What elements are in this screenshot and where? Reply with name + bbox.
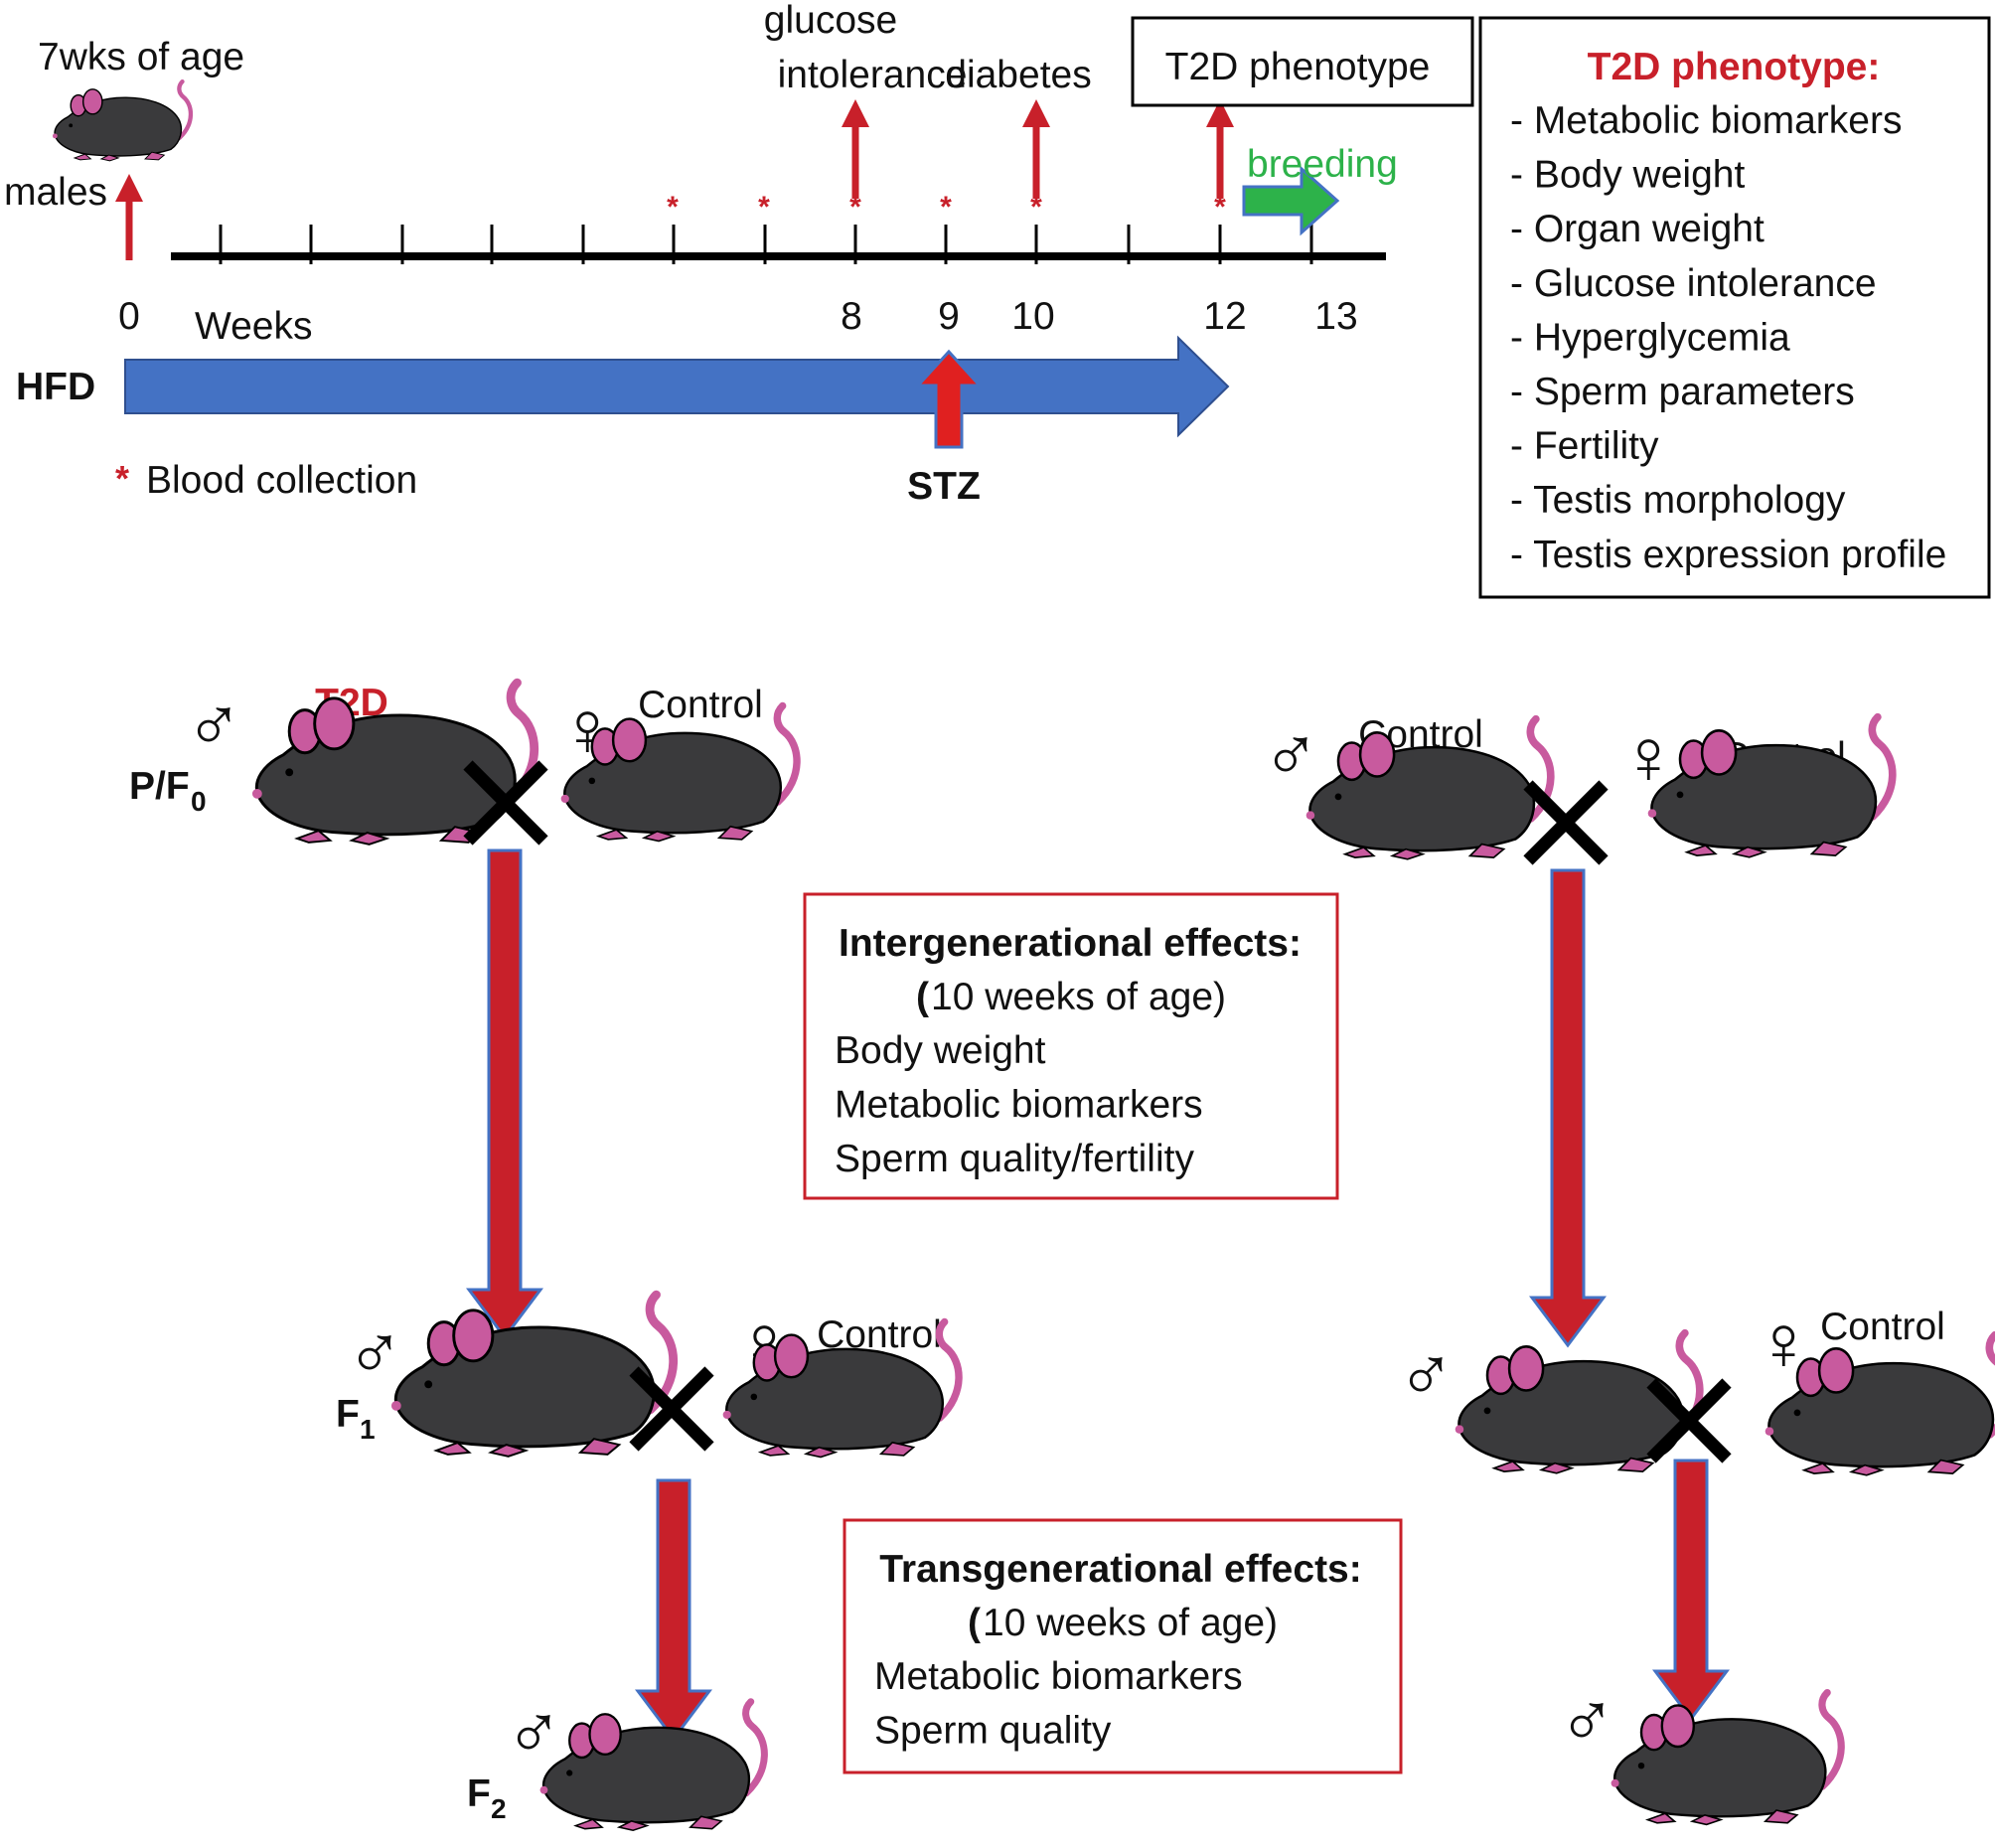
- intergenerational-title: Intergenerational effects:: [839, 922, 1302, 965]
- week-tick-label: 13: [1314, 295, 1357, 338]
- breeding-arrow: [1242, 165, 1340, 236]
- blood-collection-asterisk: *: [940, 191, 952, 224]
- right-arrow-f1-f2: [1652, 1459, 1730, 1722]
- weeks-label: Weeks: [195, 305, 313, 348]
- week-tick-label: 12: [1203, 295, 1246, 338]
- blood-collection-asterisk: *: [1030, 191, 1042, 224]
- diabetes-arrow-head: [1022, 99, 1050, 127]
- hfd-arrow: [124, 335, 1230, 438]
- cross-symbol-stroke-b: [463, 760, 548, 846]
- phenotype-list-item: - Glucose intolerance: [1510, 262, 1877, 305]
- cross-symbol-stroke-b: [1646, 1378, 1732, 1463]
- male-symbol: ♂: [185, 681, 243, 768]
- transgenerational-item: Metabolic biomarkers: [874, 1655, 1243, 1698]
- intergenerational-item: Body weight: [835, 1029, 1046, 1072]
- intergenerational-subtitle: 10 weeks of age): [931, 976, 1226, 1018]
- phenotype-list-item: - Organ weight: [1510, 208, 1765, 250]
- phenotype-list-title: T2D phenotype:: [1588, 46, 1881, 88]
- generation-arrow-f0-f1: [466, 848, 543, 1340]
- generation-arrow-f1-f2: [635, 1478, 712, 1742]
- right-arrow-f0-f1: [1529, 868, 1607, 1348]
- start-arrow-head: [115, 174, 143, 202]
- male-symbol: ♂: [346, 1309, 404, 1396]
- glucose-intolerance-arrow-head: [842, 99, 869, 127]
- start-age-label: 7wks of age: [38, 36, 244, 78]
- generation-f1-label: F: [336, 1393, 360, 1436]
- phenotype-list-item: - Sperm parameters: [1510, 371, 1855, 413]
- male-symbol: ♂: [1558, 1676, 1616, 1764]
- control-label: Control: [1820, 1306, 1945, 1348]
- diabetes-label: diabetes: [945, 54, 1091, 96]
- intergenerational-box: [803, 892, 1339, 1200]
- hfd-label: HFD: [16, 366, 95, 408]
- transgenerational-box: [843, 1518, 1403, 1774]
- stz-arrow: [914, 349, 984, 449]
- stz-label: STZ: [907, 465, 981, 508]
- mouse-start: [53, 81, 191, 161]
- phenotype-list-item: - Testis morphology: [1510, 479, 1846, 522]
- week-tick-label: 10: [1011, 295, 1054, 338]
- sex-label: males: [4, 171, 107, 214]
- control-label: Control: [638, 684, 763, 726]
- blood-collection-asterisk: *: [849, 191, 861, 224]
- week-tick-label: 9: [938, 295, 960, 338]
- male-symbol: ♂: [505, 1688, 563, 1775]
- phenotype-list-item: - Metabolic biomarkers: [1510, 99, 1902, 142]
- week-tick-label: 0: [118, 295, 140, 338]
- phenotype-list-item: - Testis expression profile: [1510, 534, 1946, 576]
- generation-p-label: P/F: [129, 765, 190, 808]
- blood-collection-asterisk: *: [758, 191, 770, 224]
- legend-asterisk: *: [115, 458, 129, 499]
- transgenerational-subtitle-paren: (: [968, 1602, 981, 1644]
- blood-collection-label: Blood collection: [146, 459, 417, 502]
- intergenerational-item: Metabolic biomarkers: [835, 1084, 1203, 1127]
- t2d-phenotype-box-label: T2D phenotype: [1165, 46, 1431, 88]
- t2d-phenotype-box: [1131, 16, 1474, 107]
- cross-symbol-stroke-b: [629, 1366, 714, 1452]
- week-tick-label: 8: [841, 295, 862, 338]
- generation-f2-subscript: 2: [491, 1793, 507, 1824]
- blood-collection-asterisk: *: [1214, 191, 1226, 224]
- transgenerational-item: Sperm quality: [874, 1710, 1112, 1753]
- phenotype-list-box: [1478, 16, 1991, 599]
- mouse-f2-male: [540, 1702, 765, 1830]
- glucose-label: glucose: [764, 0, 897, 42]
- intolerance-label: intolerance: [778, 54, 968, 96]
- generation-f1-subscript: 1: [360, 1414, 376, 1445]
- breeding-label: breeding: [1247, 143, 1398, 186]
- generation-p-subscript: 0: [191, 786, 207, 817]
- cross-symbol-stroke-b: [1523, 780, 1609, 865]
- male-symbol: ♂: [1397, 1330, 1456, 1418]
- intergenerational-subtitle-paren: (: [916, 976, 929, 1018]
- t2d-arrow-head: [1206, 99, 1234, 127]
- phenotype-list-item: - Body weight: [1510, 154, 1745, 197]
- phenotype-list-item: - Hyperglycemia: [1510, 316, 1790, 359]
- intergenerational-item: Sperm quality/fertility: [835, 1138, 1194, 1180]
- transgenerational-title: Transgenerational effects:: [879, 1548, 1361, 1591]
- transgenerational-subtitle: 10 weeks of age): [983, 1602, 1278, 1644]
- male-symbol: ♂: [1262, 710, 1320, 798]
- phenotype-list-item: - Fertility: [1510, 425, 1659, 468]
- blood-collection-asterisk: *: [667, 191, 679, 224]
- mouse-control-f2-male: [1611, 1693, 1842, 1825]
- generation-f2-label: F: [467, 1772, 491, 1815]
